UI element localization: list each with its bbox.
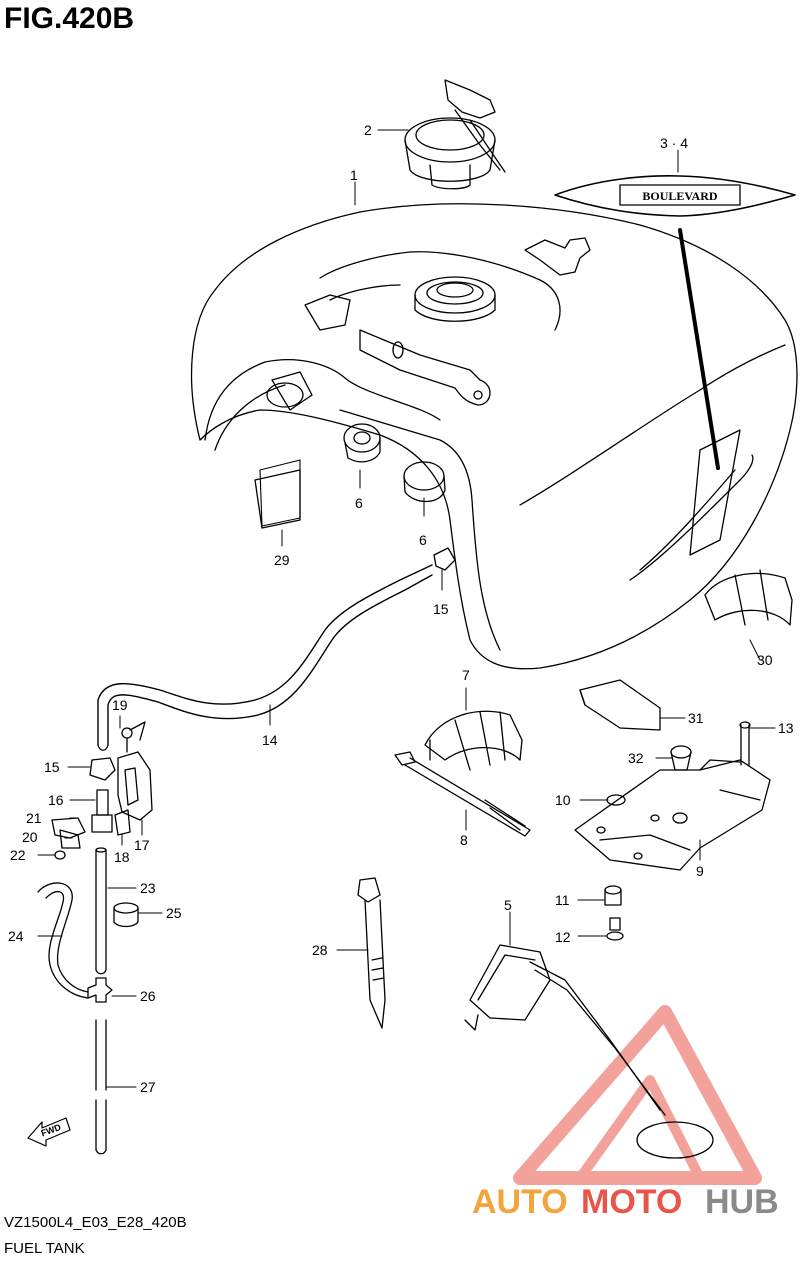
cushion-part [704, 569, 793, 626]
callout-13: 13 [778, 720, 794, 736]
cable-tie-part [357, 877, 386, 1029]
bolt-part [606, 917, 624, 941]
callout-5: 5 [504, 897, 512, 913]
callout-22: 22 [10, 847, 26, 863]
drain-hose-part [95, 1019, 107, 1155]
callout-32: 32 [628, 750, 644, 766]
hose-joint-part [87, 977, 113, 1003]
figure-title: FIG.420B [4, 2, 135, 35]
callout-14: 14 [262, 732, 278, 748]
callout-2: 2 [364, 122, 372, 138]
badge-text: BOULEVARD [642, 189, 717, 203]
callout-26: 26 [140, 988, 156, 1004]
cushion-part [606, 794, 626, 806]
callout-1: 1 [350, 167, 358, 183]
bent-hose-part [37, 882, 89, 999]
hose-clamp-part [433, 547, 456, 571]
callout-17: 17 [134, 837, 150, 853]
callout-12: 12 [555, 929, 571, 945]
bolt-part [739, 721, 751, 766]
grommet-part [403, 461, 446, 503]
callout-3-4: 3 · 4 [660, 135, 688, 151]
watermark-text: AUTO MOTO HUB [472, 1183, 779, 1221]
watermark-part-moto: MOTO [581, 1183, 682, 1221]
fuel-level-sender-part [464, 944, 714, 1159]
callout-15b: 15 [44, 759, 60, 775]
callout-29: 29 [274, 552, 290, 568]
boulevard-badge-part: BOULEVARD [554, 175, 796, 470]
cushion-part [670, 745, 692, 771]
callout-10: 10 [555, 792, 571, 808]
fuel-hose-part [95, 847, 107, 975]
callout-24: 24 [8, 928, 24, 944]
callout-6a: 6 [355, 495, 363, 511]
callout-6b: 6 [419, 532, 427, 548]
callout-20: 20 [22, 829, 38, 845]
callout-25: 25 [166, 905, 182, 921]
pad-part [259, 459, 301, 527]
watermark-part-auto: AUTO [472, 1183, 568, 1221]
callout-21: 21 [26, 810, 42, 826]
callout-23: 23 [140, 880, 156, 896]
callout-18: 18 [114, 849, 130, 865]
callout-8: 8 [460, 832, 468, 848]
cushion-part [424, 710, 523, 771]
callout-27: 27 [140, 1079, 156, 1095]
callout-31: 31 [688, 710, 704, 726]
section-name: FUEL TANK [4, 1240, 85, 1257]
callout-labels: 1 2 3 · 4 5 6 6 7 8 9 10 11 12 13 14 15 … [8, 122, 794, 1095]
fwd-label: FWD [40, 1122, 63, 1139]
grommet-part [343, 423, 381, 463]
fuel-valve-assembly [51, 721, 153, 860]
tank-bracket-part [574, 759, 771, 871]
watermark-logo [513, 1005, 762, 1185]
band-strap-part [394, 751, 531, 837]
callout-9: 9 [696, 863, 704, 879]
callout-11: 11 [555, 892, 570, 908]
leader-lines [37, 129, 776, 1088]
cap-part [113, 902, 139, 928]
callout-16: 16 [48, 792, 64, 808]
forward-arrow-icon: FWD [27, 1117, 71, 1147]
callout-28: 28 [312, 942, 328, 958]
callout-15a: 15 [433, 601, 449, 617]
callout-30: 30 [757, 652, 773, 668]
watermark-part-hub: HUB [705, 1183, 779, 1221]
fuel-tank-part [190, 203, 798, 670]
model-code: VZ1500L4_E03_E28_420B [4, 1214, 187, 1231]
callout-7: 7 [462, 667, 470, 683]
callout-19: 19 [112, 697, 128, 713]
fuel-cap-part [404, 79, 506, 190]
cushion-part [604, 885, 622, 906]
breather-hose-part [97, 564, 433, 751]
cushion-block-part [579, 679, 661, 731]
